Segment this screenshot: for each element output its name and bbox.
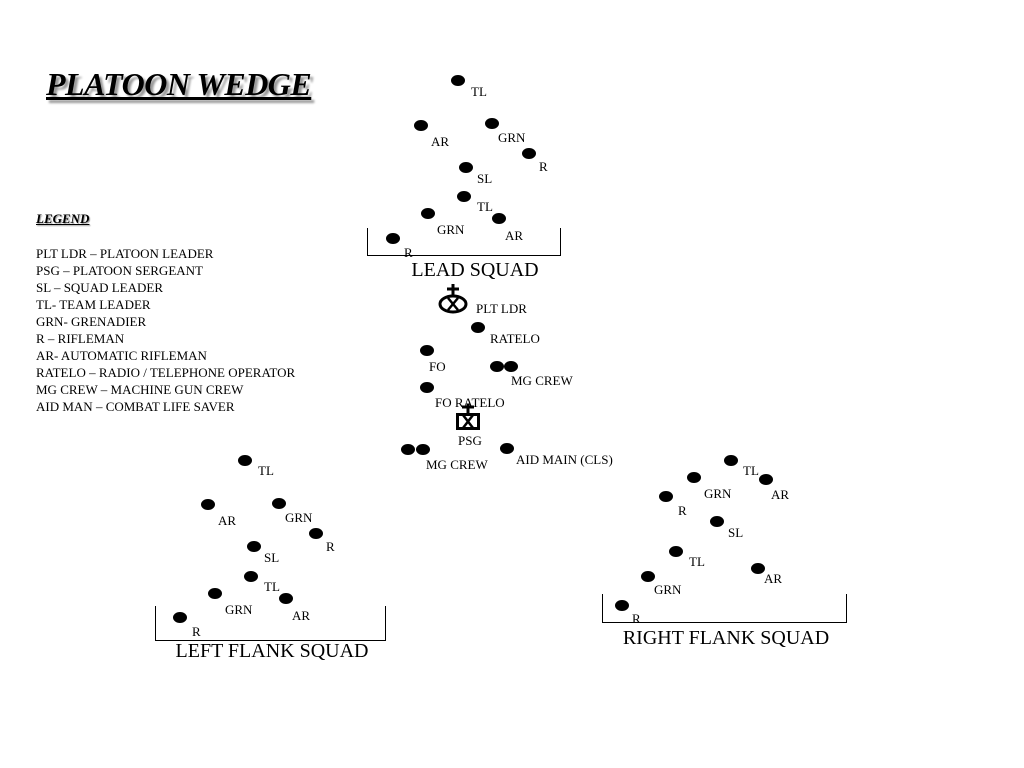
soldier-dot	[279, 592, 293, 604]
legend-item: PLT LDR – PLATOON LEADER	[36, 246, 214, 261]
soldier-label: TL	[258, 463, 274, 478]
soldier-dot	[759, 473, 773, 485]
platoon-leader-icon	[438, 284, 468, 314]
soldier-label: TL	[264, 579, 280, 594]
soldier-dot	[522, 147, 536, 159]
soldier-label: R	[539, 159, 548, 174]
soldier-label: GRN	[285, 510, 313, 525]
soldier-dot	[490, 360, 504, 372]
soldier-dot	[420, 381, 434, 393]
soldier-dot	[504, 360, 518, 372]
soldier-dot	[492, 212, 506, 224]
soldier-dot	[414, 119, 428, 131]
legend-item: RATELO – RADIO / TELEPHONE OPERATOR	[36, 365, 296, 380]
right-squad-title: RIGHT FLANK SQUAD	[622, 627, 830, 649]
lead-squad-bracket	[367, 228, 561, 256]
right-squad-bracket	[602, 594, 847, 623]
lead-squad-title: LEAD SQUAD	[411, 259, 539, 281]
soldier-label: AR	[505, 228, 524, 243]
soldier-dot	[420, 344, 434, 356]
soldier-dot	[208, 587, 222, 599]
soldier-label: TL	[743, 463, 759, 478]
legend-item: AID MAN – COMBAT LIFE SAVER	[36, 399, 235, 414]
legend-item: TL- TEAM LEADER	[36, 297, 151, 312]
soldier-label: GRN	[498, 130, 526, 145]
soldier-label: R	[326, 539, 335, 554]
soldier-dot	[421, 207, 435, 219]
soldier-dot	[751, 562, 765, 574]
soldier-label: AR	[771, 487, 790, 502]
soldier-dot	[401, 443, 415, 455]
page-title: PLATOON WEDGE	[46, 66, 312, 102]
soldier-label: MG CREW	[426, 457, 488, 472]
soldier-label: GRN	[437, 222, 465, 237]
soldier-dot	[724, 454, 738, 466]
soldier-dot	[244, 570, 258, 582]
soldier-label: GRN	[225, 602, 253, 617]
soldier-dot	[386, 232, 400, 244]
legend-item: R – RIFLEMAN	[36, 331, 125, 346]
soldier-dot	[416, 443, 430, 455]
soldier-dot	[485, 117, 499, 129]
soldier-dot	[247, 540, 261, 552]
soldier-dot	[201, 498, 215, 510]
soldier-label: SL	[264, 550, 280, 565]
soldier-dot	[173, 611, 187, 623]
soldier-dot	[659, 490, 673, 502]
soldier-label: MG CREW	[511, 373, 573, 388]
soldier-dot	[615, 599, 629, 611]
soldier-label: SL	[728, 525, 744, 540]
legend-item: MG CREW – MACHINE GUN CREW	[36, 382, 244, 397]
soldier-label: PLT LDR	[476, 301, 527, 316]
soldier-label: AR	[292, 608, 311, 623]
soldier-dot	[710, 515, 724, 527]
legend-item: PSG – PLATOON SERGEANT	[36, 263, 203, 278]
soldier-dot	[457, 190, 471, 202]
soldier-label: R	[192, 624, 201, 639]
soldier-label: FO RATELO	[435, 395, 505, 410]
soldier-dot	[641, 570, 655, 582]
soldier-label: FO	[429, 359, 446, 374]
soldier-dot	[687, 471, 701, 483]
soldier-dot	[309, 527, 323, 539]
platoon-sergeant-icon	[456, 404, 480, 430]
soldier-label: TL	[477, 199, 493, 214]
soldier-label: R	[678, 503, 687, 518]
soldier-label: GRN	[704, 486, 732, 501]
soldier-label: RATELO	[490, 331, 540, 346]
legend-item: AR- AUTOMATIC RIFLEMAN	[36, 348, 207, 363]
legend-item: SL – SQUAD LEADER	[36, 280, 163, 295]
soldier-label: TL	[689, 554, 705, 569]
soldier-label: AID MAIN (CLS)	[516, 452, 613, 467]
legend-heading: LEGEND	[36, 211, 90, 226]
soldier-dot	[272, 497, 286, 509]
soldier-label: SL	[477, 171, 493, 186]
legend-item: GRN- GRENADIER	[36, 314, 147, 329]
soldier-dot	[500, 442, 514, 454]
left-squad-bracket	[155, 606, 386, 641]
soldier-label: R	[404, 245, 413, 260]
soldier-dot	[471, 321, 485, 333]
soldier-dot	[451, 74, 465, 86]
soldier-label: TL	[471, 84, 487, 99]
soldier-label: AR	[764, 571, 783, 586]
soldier-dot	[459, 161, 473, 173]
soldier-label: AR	[218, 513, 237, 528]
soldier-dot	[669, 545, 683, 557]
left-squad-title: LEFT FLANK SQUAD	[175, 640, 369, 662]
legend-list: PLT LDR – PLATOON LEADER PSG – PLATOON S…	[36, 245, 295, 415]
soldier-dot	[238, 454, 252, 466]
soldier-label: R	[632, 611, 641, 626]
soldier-label: GRN	[654, 582, 682, 597]
soldier-label: AR	[431, 134, 450, 149]
soldier-label: PSG	[458, 433, 482, 448]
